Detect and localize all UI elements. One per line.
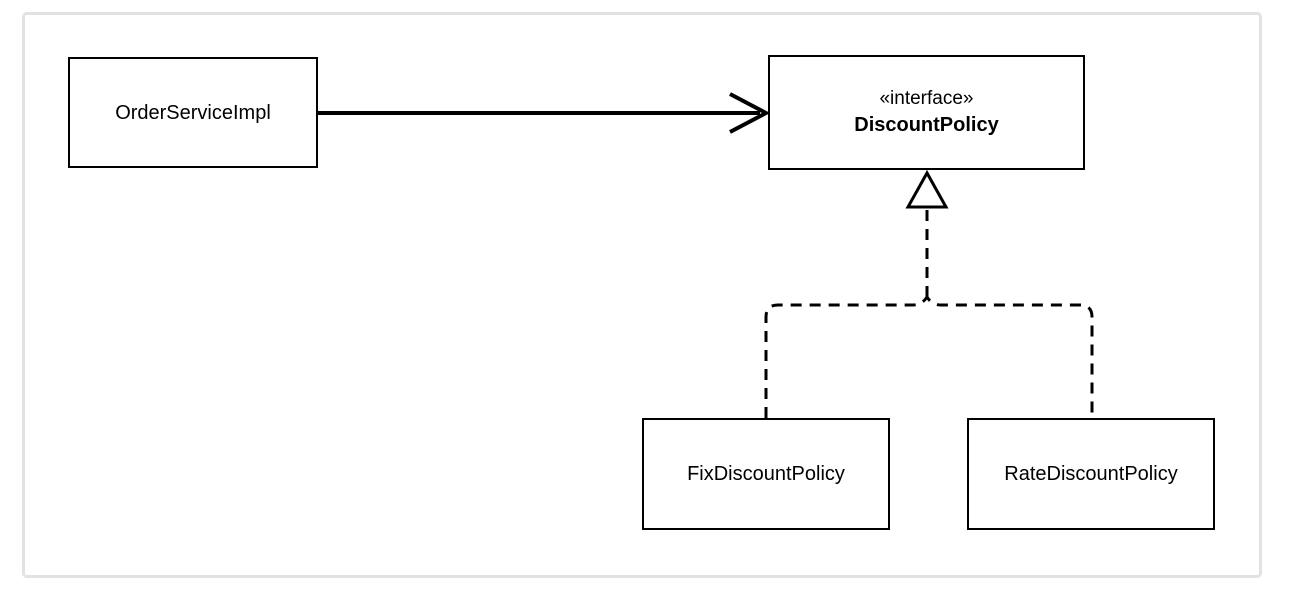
- class-node-orderserviceimpl: OrderServiceImpl: [68, 57, 318, 168]
- interface-node-discountpolicy: «interface» DiscountPolicy: [768, 55, 1085, 170]
- interface-name-label: DiscountPolicy: [854, 113, 999, 136]
- stereotype-label: «interface»: [879, 88, 974, 110]
- class-name-label: OrderServiceImpl: [115, 101, 271, 124]
- class-name-label: FixDiscountPolicy: [687, 463, 845, 485]
- class-node-ratediscountpolicy: RateDiscountPolicy: [967, 418, 1215, 530]
- class-name-label: RateDiscountPolicy: [1004, 463, 1178, 485]
- class-node-fixdiscountpolicy: FixDiscountPolicy: [642, 418, 890, 530]
